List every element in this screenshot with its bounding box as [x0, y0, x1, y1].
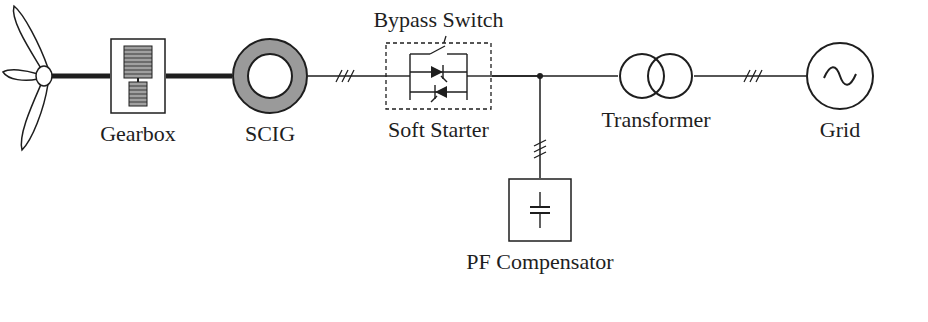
- drive-shaft: [166, 74, 232, 79]
- node-label: PF Compensator: [466, 250, 613, 274]
- power-line: [308, 75, 385, 77]
- generator-circle: SCIG: [232, 38, 308, 114]
- node-label: Transformer: [601, 108, 710, 132]
- node-label: Grid: [820, 118, 860, 142]
- gearbox: Gearbox: [110, 38, 166, 114]
- compensator-box: PF Compensator: [508, 178, 572, 242]
- blade: [21, 82, 48, 150]
- node-outline: [110, 38, 166, 114]
- node-label: Bypass Switch: [373, 8, 503, 32]
- power-line: [492, 76, 540, 178]
- node-label: Gearbox: [100, 122, 176, 146]
- hub: [36, 66, 52, 86]
- node-outline: [618, 52, 694, 100]
- node-outline: [232, 38, 308, 114]
- transformer-symbol: Transformer: [618, 52, 694, 100]
- wind-turbine: [3, 6, 110, 150]
- soft-starter-box: Bypass SwitchSoft Starter: [385, 42, 492, 110]
- node-outline: [806, 42, 874, 110]
- grid-source: Grid: [806, 42, 874, 110]
- node-label: Soft Starter: [388, 118, 489, 142]
- node-outline: [508, 178, 572, 242]
- blade: [3, 70, 38, 81]
- node-outline: [385, 42, 492, 110]
- junction-dot: [537, 73, 543, 79]
- blade: [13, 6, 48, 70]
- power-line: [694, 75, 806, 77]
- rotor-shaft: [48, 74, 110, 79]
- node-label: SCIG: [245, 122, 295, 146]
